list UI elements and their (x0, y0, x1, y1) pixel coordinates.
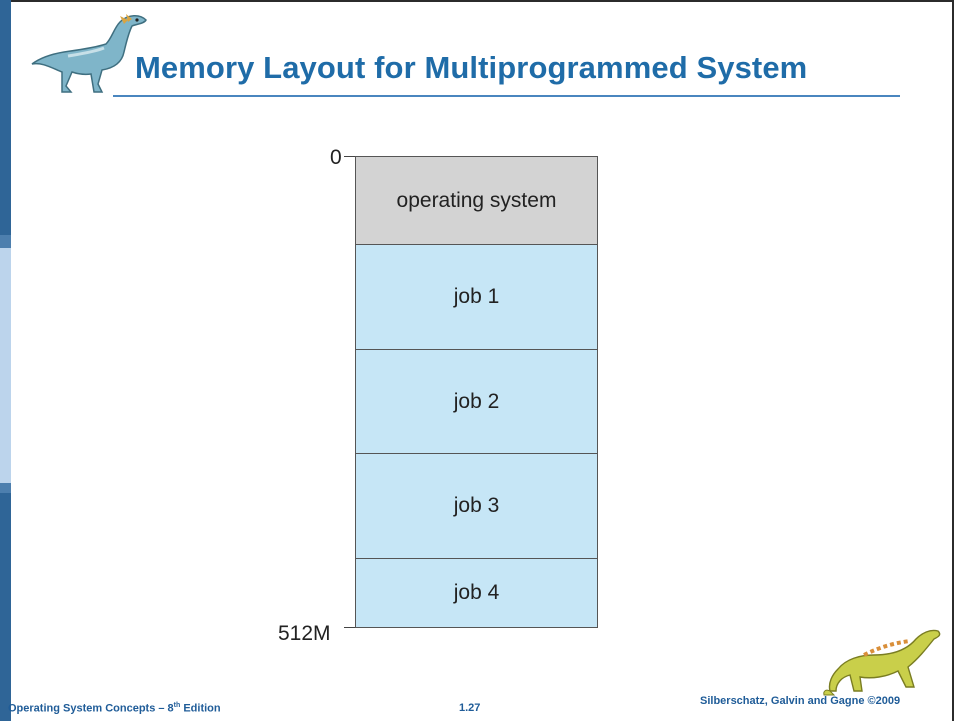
dinosaur-corner-icon (823, 629, 941, 696)
left-bar-band (0, 483, 11, 493)
segment-operating-system: operating system (355, 156, 598, 245)
segment-job-1: job 1 (355, 244, 598, 350)
footer-book-sup: th (173, 702, 181, 709)
segment-job-2: job 2 (355, 349, 598, 454)
address-bottom-tick (344, 627, 356, 628)
address-top-label: 0 (330, 146, 342, 169)
address-top-tick (344, 156, 356, 157)
footer-page-number: 1.27 (459, 702, 481, 714)
memory-layout-diagram: operating system job 1 job 2 job 3 job 4 (355, 156, 598, 628)
footer-book-suffix: Edition (180, 702, 221, 715)
top-border (11, 0, 954, 2)
footer-book-prefix: Operating System Concepts – 8 (8, 702, 174, 715)
left-bar-band (0, 235, 11, 248)
left-accent-bar (0, 0, 11, 721)
page-title: Memory Layout for Multiprogrammed System (135, 50, 808, 85)
segment-job-4: job 4 (355, 558, 598, 628)
left-bar-highlight (0, 248, 11, 483)
title-underline (113, 95, 900, 97)
dinosaur-logo-icon (31, 14, 147, 93)
footer-book-title: Operating System Concepts – 8th Edition (8, 702, 221, 715)
segment-job-3: job 3 (355, 453, 598, 559)
right-border (952, 0, 954, 721)
address-bottom-label: 512M (278, 622, 331, 645)
footer-copyright: Silberschatz, Galvin and Gagne ©2009 (700, 695, 901, 707)
